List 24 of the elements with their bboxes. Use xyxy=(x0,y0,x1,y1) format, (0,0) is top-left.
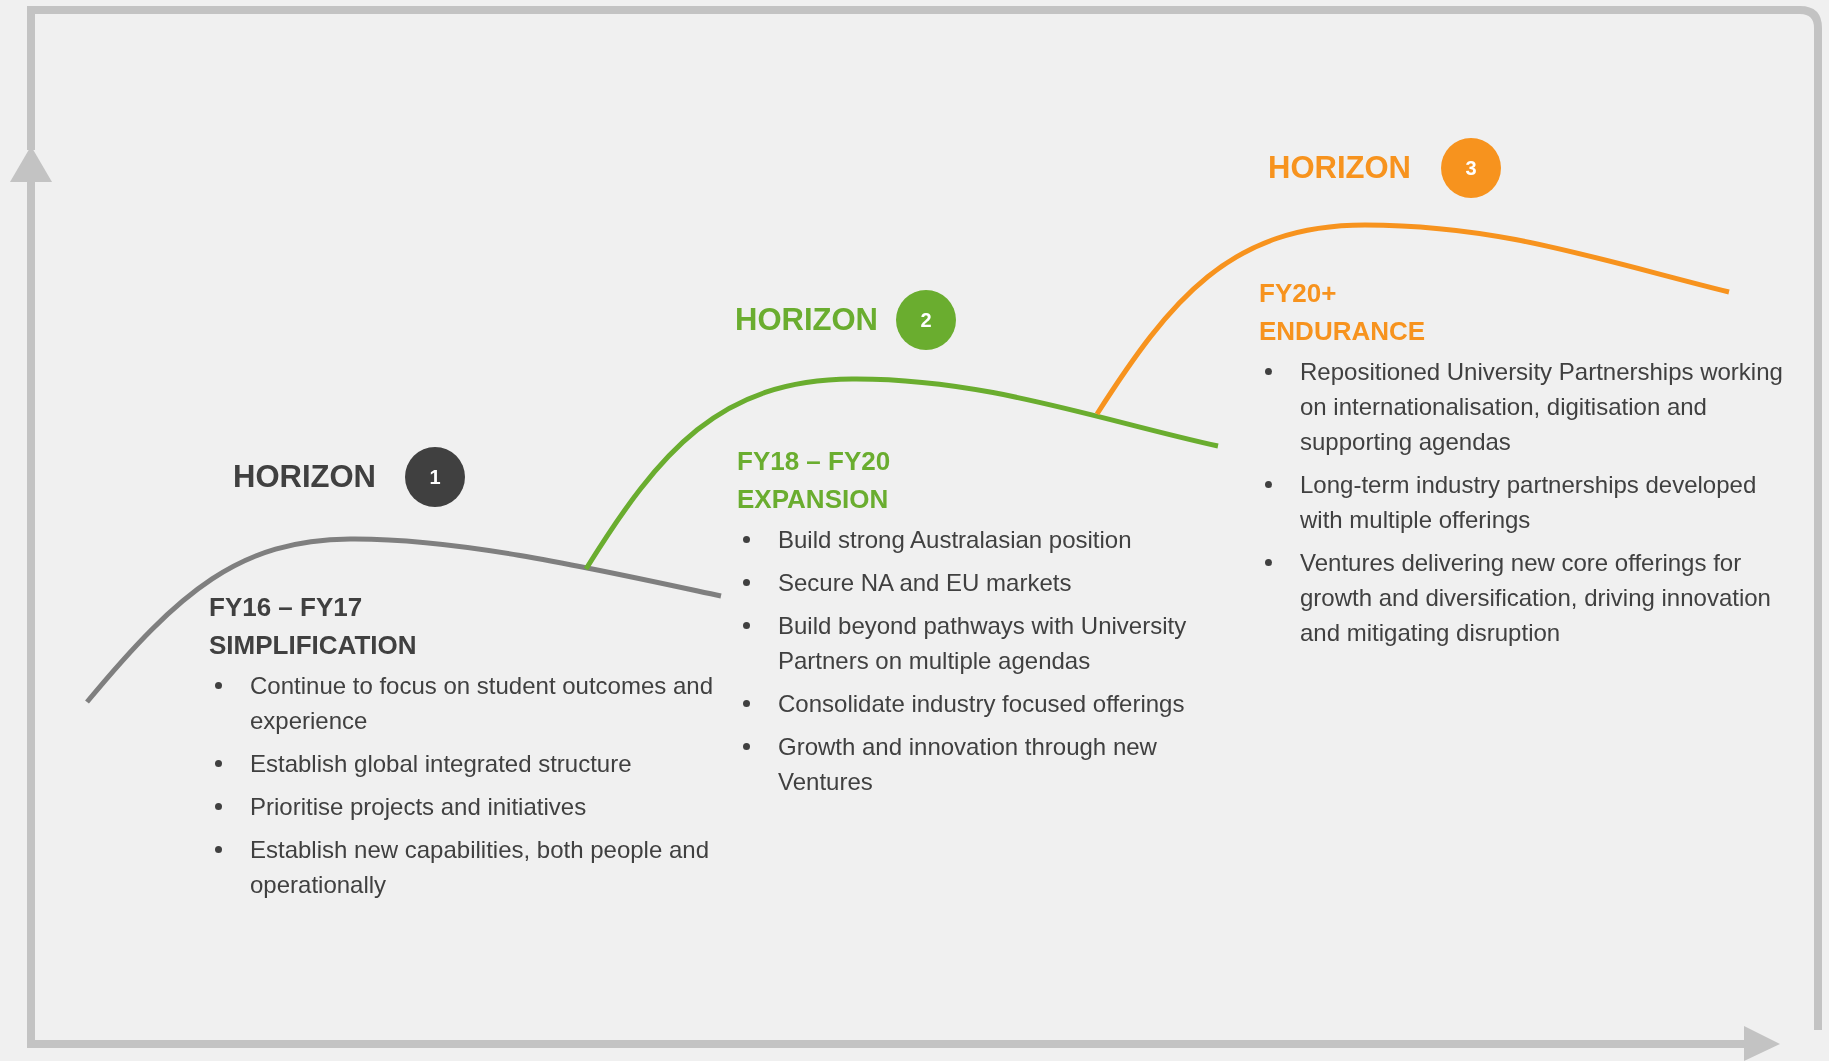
phase-heading: EXPANSION xyxy=(737,483,890,516)
phase-heading: FY18 – FY20 xyxy=(737,445,892,478)
bullet-item: Build beyond pathways with University Partners on multiple agendas xyxy=(778,612,1187,674)
horizon-label: HORIZON xyxy=(735,302,878,338)
bullet-item: Consolidate industry focused offerings xyxy=(778,690,1185,717)
bullet-item: Build strong Australasian position xyxy=(778,526,1132,553)
number-badge: 3 xyxy=(1441,138,1501,198)
phase-heading: ENDURANCE xyxy=(1259,315,1427,348)
phase-heading: FY20+ xyxy=(1259,277,1338,310)
phase-heading: FY16 – FY17 xyxy=(209,591,364,624)
bullet-item: Establish new capabilities, both people and operationally xyxy=(250,836,709,898)
bullet-item: Long-term industry partnerships developed with multiple offerings xyxy=(1300,471,1757,533)
bullet-item: Repositioned University Partnerships working on internationalisation, digitisation and supporting agendas xyxy=(1300,358,1783,455)
bullet-item: Ventures delivering new core offerings for growth and diversification, driving innovation and mitigating disruption xyxy=(1300,549,1771,646)
number-badge: 2 xyxy=(896,290,956,350)
number-badge: 1 xyxy=(405,447,465,507)
bullet-item: Secure NA and EU markets xyxy=(778,569,1072,596)
phase-heading: SIMPLIFICATION xyxy=(209,629,418,662)
horizon-label: HORIZON xyxy=(1268,150,1411,186)
bullet-item: Prioritise projects and initiatives xyxy=(250,793,587,820)
bullet-item: Continue to focus on student outcomes and experience xyxy=(250,672,713,734)
bullet-item: Establish global integrated structure xyxy=(250,750,632,777)
bullet-item: Growth and innovation through new Ventures xyxy=(778,733,1157,795)
horizon-label: HORIZON xyxy=(233,459,376,495)
